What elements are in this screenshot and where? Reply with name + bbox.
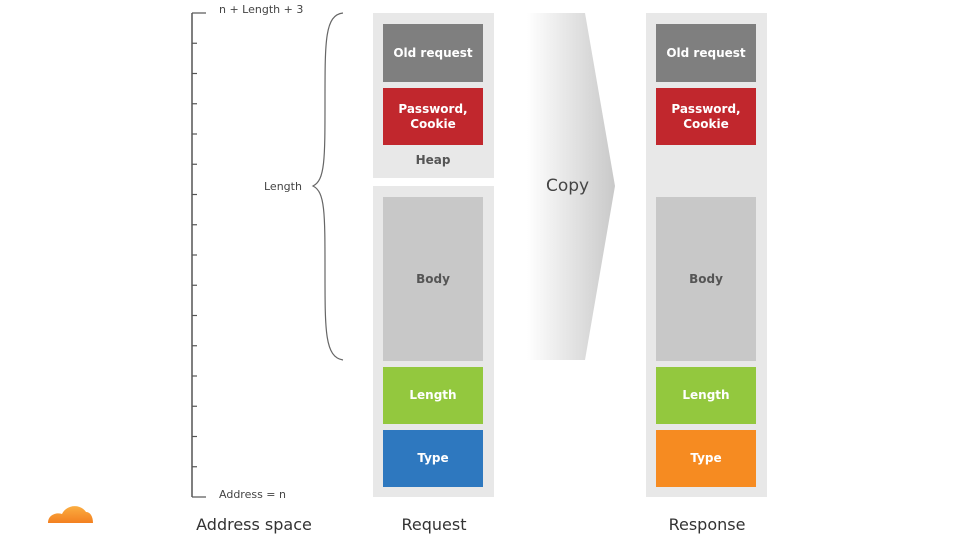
response-password-cookie-block: Password, Cookie bbox=[656, 88, 756, 145]
copy-arrow bbox=[527, 13, 615, 360]
response-body-block: Body bbox=[656, 197, 756, 361]
length-brace bbox=[311, 12, 344, 361]
brace-length-label: Length bbox=[264, 180, 302, 193]
bottom-address-label: Address = n bbox=[219, 488, 286, 501]
response-caption: Response bbox=[668, 515, 746, 534]
response-old-request-block: Old request bbox=[656, 24, 756, 82]
request-type-block: Type bbox=[383, 430, 483, 487]
response-length-block: Length bbox=[656, 367, 756, 424]
top-address-label: n + Length + 3 bbox=[219, 3, 304, 16]
request-body-block: Body bbox=[383, 197, 483, 361]
request-length-block: Length bbox=[383, 367, 483, 424]
heap-label: Heap bbox=[415, 153, 451, 167]
request-password-cookie-block: Password, Cookie bbox=[383, 88, 483, 145]
request-old-request-block: Old request bbox=[383, 24, 483, 82]
copy-label: Copy bbox=[546, 176, 590, 196]
address-axis bbox=[191, 12, 206, 498]
response-type-block: Type bbox=[656, 430, 756, 487]
request-caption: Request bbox=[401, 515, 467, 534]
address-space-caption: Address space bbox=[196, 515, 312, 534]
cloudflare-logo bbox=[48, 506, 93, 523]
